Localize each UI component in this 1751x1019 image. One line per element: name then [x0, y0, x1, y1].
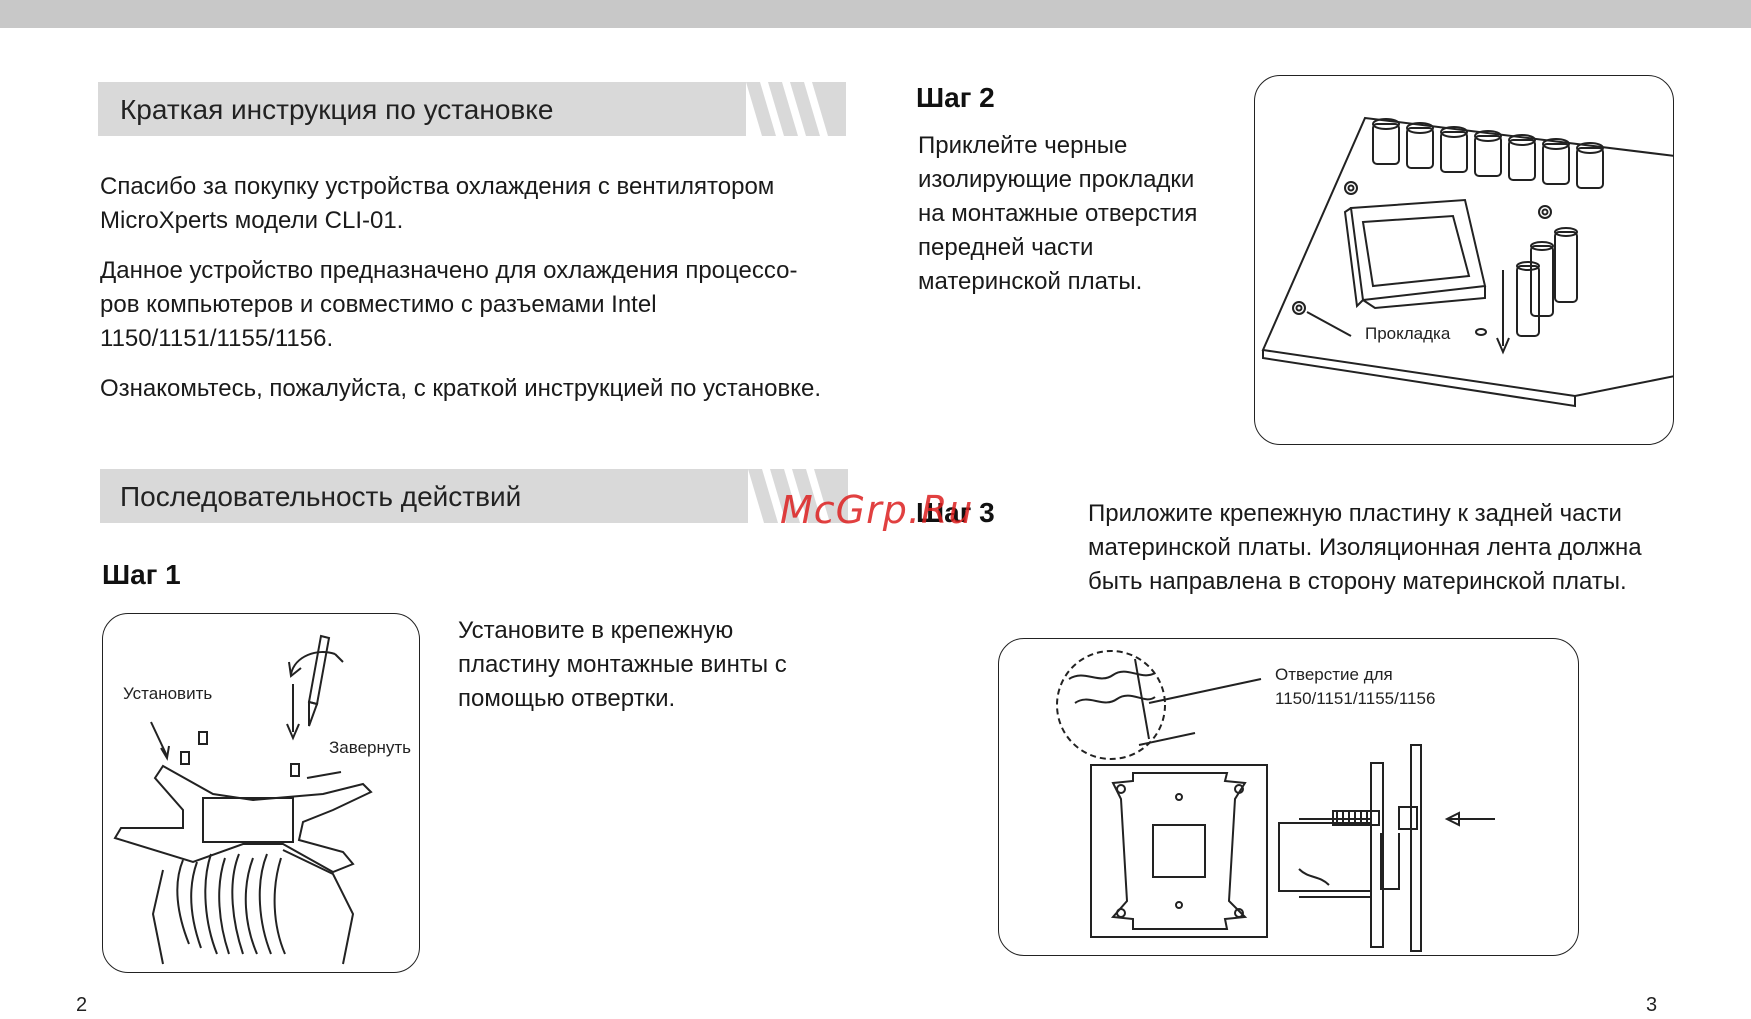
- page-number-right: 3: [1646, 994, 1658, 1016]
- intro-line: ров компьютеров и совместимо с разъемами…: [100, 291, 657, 318]
- intro-paragraph-1: Спасибо за покупку устройства охлаждения…: [100, 170, 860, 238]
- step2-line: передней части: [918, 234, 1094, 261]
- cooler-mount-drawing: [113, 634, 373, 965]
- top-bar: [0, 0, 1751, 28]
- intro-paragraph-3: Ознакомьтесь, пожалуйста, с краткой инст…: [100, 372, 860, 406]
- step2-line: Приклейте черные: [918, 132, 1128, 159]
- section-title-intro: Краткая инструкция по установке: [120, 94, 554, 125]
- step3-text: Приложите крепежную пластину к задней ча…: [1088, 497, 1708, 599]
- intro-line: Спасибо за покупку устройства охлаждения…: [100, 173, 775, 200]
- step1-title: Шаг 1: [102, 559, 181, 590]
- step1-line: помощью отвертки.: [458, 685, 676, 712]
- label-install: Установить: [123, 684, 213, 703]
- section-title-sequence: Последовательность действий: [120, 481, 522, 512]
- label-hole: Отверстие для 1150/1151/1155/1156: [1275, 663, 1435, 711]
- section-heading-sequence: Последовательность действий: [100, 469, 848, 523]
- stripes-decoration: [748, 469, 848, 523]
- label-pad: Прокладка: [1365, 324, 1451, 343]
- step2-line: материнской платы.: [918, 268, 1143, 295]
- page-number-left: 2: [76, 994, 88, 1016]
- intro-line: Ознакомьтесь, пожалуйста, с краткой инст…: [100, 375, 821, 402]
- stripes-decoration: [746, 82, 846, 136]
- step2-text: Приклейте черные изолирующие прокладки н…: [918, 129, 1248, 299]
- step1-illustration: Установить Завернуть: [102, 613, 420, 973]
- step1-line: пластину монтажные винты с: [458, 651, 787, 678]
- intro-paragraph-2: Данное устройство предназначено для охла…: [100, 254, 860, 356]
- step1-line: Установите в крепежную: [458, 617, 734, 644]
- step1-text: Установите в крепежную пластину монтажны…: [458, 614, 818, 716]
- watermark: McGrp.Ru: [780, 488, 974, 532]
- motherboard-drawing: [1261, 116, 1673, 408]
- step2-line: на монтажные отверстия: [918, 200, 1198, 227]
- label-hole-line: Отверстие для: [1275, 665, 1393, 684]
- step3-line: материнской платы. Изоляционная лента до…: [1088, 534, 1642, 561]
- step3-line: Приложите крепежную пластину к задней ча…: [1088, 500, 1622, 527]
- section-heading-intro: Краткая инструкция по установке: [98, 82, 846, 136]
- step3-title: Шаг 3: [916, 497, 995, 528]
- label-hole-line: 1150/1151/1155/1156: [1275, 689, 1436, 708]
- backplate-drawing: [1056, 650, 1495, 952]
- intro-line: 1150/1151/1155/1156.: [100, 325, 334, 352]
- step3-line: быть направлена в сторону материнской пл…: [1088, 568, 1627, 595]
- step3-illustration: Отверстие для 1150/1151/1155/1156: [998, 638, 1579, 956]
- intro-line: MicroXperts модели CLI-01.: [100, 207, 404, 234]
- step2-illustration: Прокладка: [1254, 75, 1674, 445]
- label-screw: Завернуть: [329, 738, 412, 757]
- step2-title: Шаг 2: [916, 82, 995, 113]
- intro-line: Данное устройство предназначено для охла…: [100, 257, 798, 284]
- step2-line: изолирующие прокладки: [918, 166, 1195, 193]
